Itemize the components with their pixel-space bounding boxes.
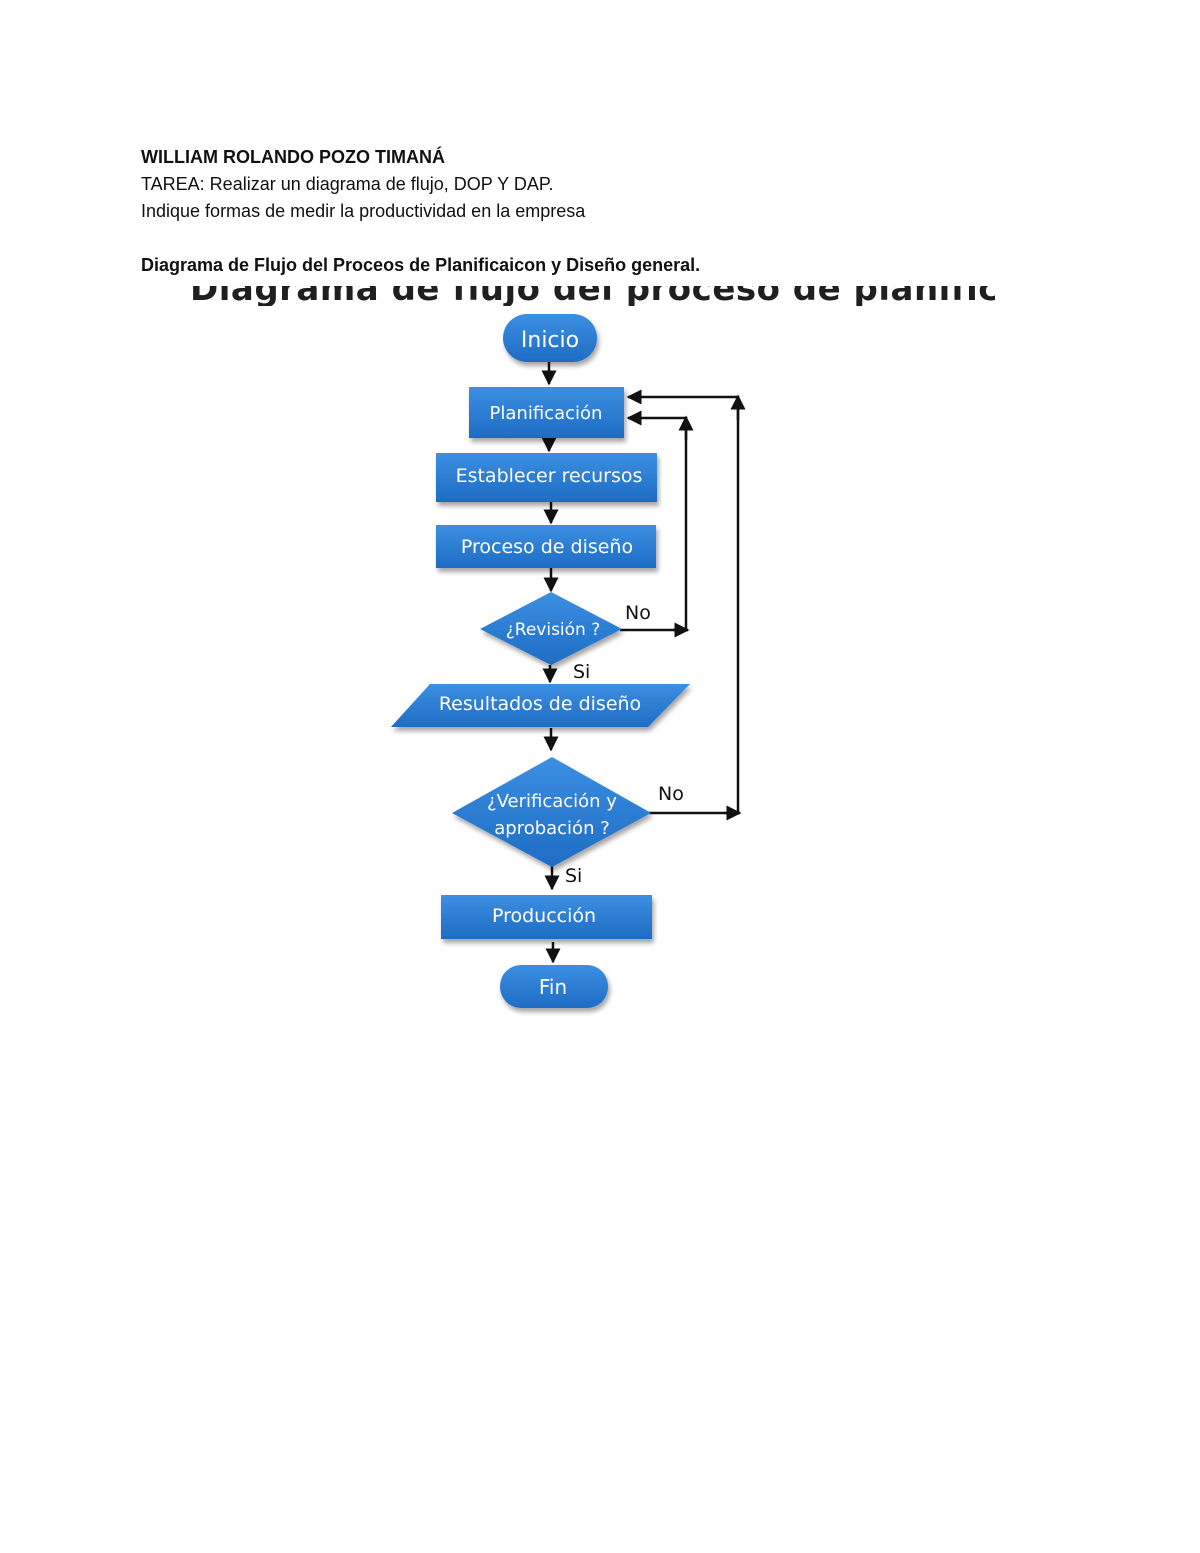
node-design-process-label: Proceso de diseño [461, 536, 633, 558]
verification-yes-label: Si [565, 865, 582, 887]
node-production-label: Producción [492, 905, 596, 927]
node-planning-label: Planificación [490, 403, 603, 424]
node-verification-label-line1: ¿Verificación y [487, 791, 617, 812]
node-resources [436, 453, 657, 502]
node-resources-label: Establecer recursos [456, 465, 643, 487]
node-design-process [436, 525, 656, 568]
task-line: TAREA: Realizar un diagrama de flujo, DO… [141, 174, 554, 194]
node-review [480, 592, 622, 665]
node-end [500, 965, 608, 1008]
node-verification-label-line2: aprobación ? [494, 818, 610, 839]
flowchart-title-cropped: Diagrama de flujo del proceso de planifi… [185, 286, 995, 306]
node-review-label: ¿Revisión ? [506, 620, 601, 640]
instruction-line: Indique formas de medir la productividad… [141, 201, 586, 221]
review-yes-label: Si [573, 661, 590, 683]
section-title: Diagrama de Flujo del Proceos de Planifi… [141, 255, 701, 275]
node-verification [452, 757, 651, 867]
flowchart-title: Diagrama de flujo del proceso de planifi… [190, 286, 995, 306]
node-design-results-label: Resultados de diseño [439, 693, 641, 715]
node-end-label: Fin [539, 975, 567, 999]
node-planning [469, 387, 624, 438]
author-name: WILLIAM ROLANDO POZO TIMANÁ [141, 147, 445, 167]
connectors [541, 362, 746, 964]
document-header: WILLIAM ROLANDO POZO TIMANÁ TAREA: Reali… [141, 144, 1041, 279]
arrow-review-no-loop [620, 410, 688, 632]
verification-no-label: No [658, 783, 684, 805]
node-start [503, 314, 597, 362]
arrow-verification-no-loop [626, 389, 740, 815]
node-start-label: Inicio [521, 328, 579, 353]
review-no-label: No [625, 602, 651, 624]
node-production [441, 895, 652, 939]
node-design-results [391, 684, 690, 727]
